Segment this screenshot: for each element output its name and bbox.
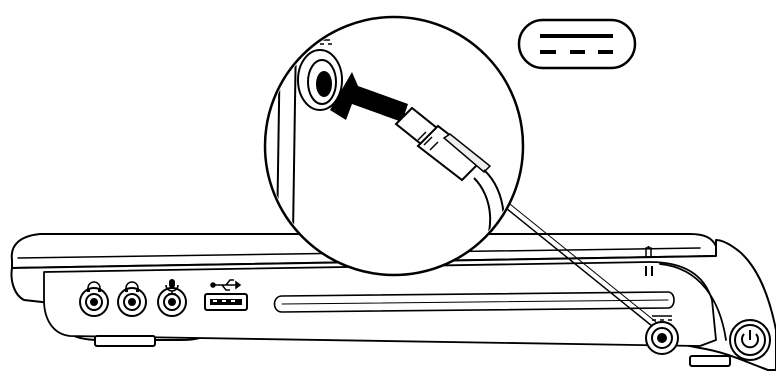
hinge-curve <box>659 263 727 341</box>
microphone-port <box>157 287 187 317</box>
usb-icon <box>210 279 242 291</box>
callout-leader-line <box>495 199 653 327</box>
dc-power-symbol <box>540 34 613 54</box>
usb-port <box>204 293 248 311</box>
power-plug <box>394 106 492 182</box>
laptop-foot-right <box>689 355 731 367</box>
dc-input-jack <box>297 49 343 111</box>
battery-icon <box>645 246 653 276</box>
microphone-icon <box>165 279 179 295</box>
insert-arrow <box>330 72 408 122</box>
laptop-foot-left <box>94 335 156 347</box>
headphone-port-2 <box>117 287 147 317</box>
magnified-view <box>263 15 525 277</box>
optical-drive-slot-line <box>281 299 669 305</box>
headphone-port-1 <box>79 287 109 317</box>
power-icon <box>741 330 759 349</box>
callout-leader-line <box>499 195 657 323</box>
ac-adapter-port <box>645 321 679 355</box>
port-icons <box>87 246 759 349</box>
dc-power-badge <box>517 18 637 70</box>
